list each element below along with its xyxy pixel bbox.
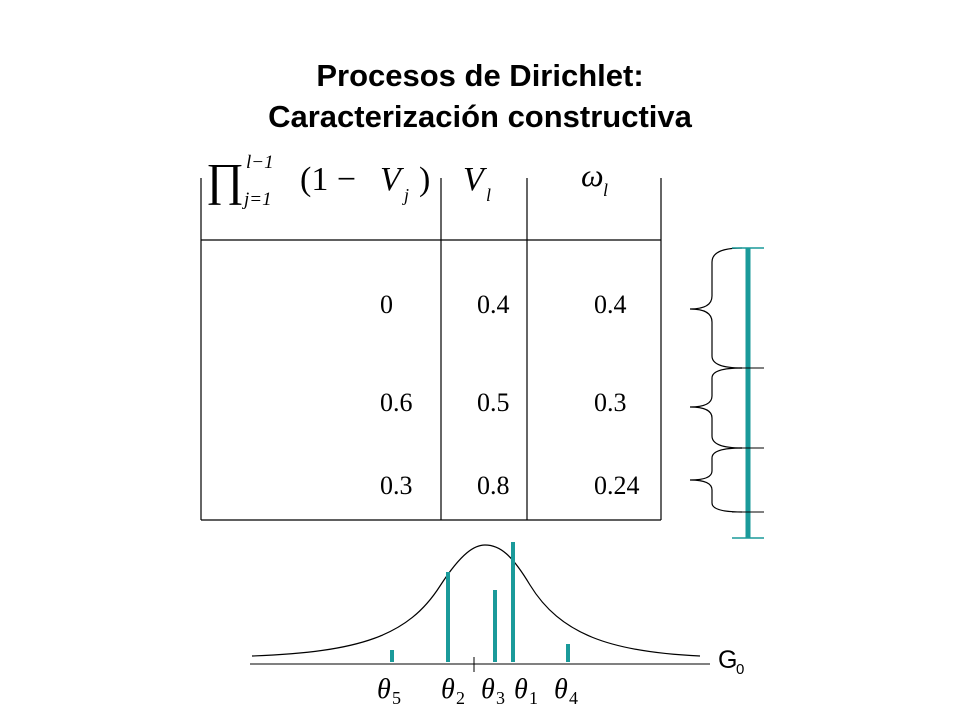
cell-stick: 0.5 (477, 388, 510, 417)
weights-table (200, 178, 662, 521)
theta-label: θ (441, 674, 455, 705)
table-row: 0.6 0.5 0.3 (380, 388, 627, 417)
product-variable: V (380, 161, 405, 198)
brace-row-1 (689, 247, 743, 369)
product-open-term: (1 − (300, 161, 356, 198)
table-row: 0 0.4 0.4 (380, 290, 627, 319)
atom-bar-theta1 (511, 542, 515, 662)
cell-weight: 0.24 (594, 471, 640, 500)
atom-bar-theta2 (446, 572, 450, 662)
atom-bar-theta3 (493, 590, 497, 662)
cell-product: 0.6 (380, 388, 413, 417)
cell-stick: 0.4 (477, 290, 510, 319)
header-stick-breaking-product: ∏ l−1 j=1 (1 − V j ) (206, 152, 430, 210)
product-close-paren: ) (419, 161, 430, 198)
stick-braces (689, 247, 743, 513)
atom-bars (390, 542, 570, 662)
theta-label-subscript: 4 (569, 688, 578, 708)
theta-label: θ (481, 674, 495, 705)
brace-row-2 (689, 367, 743, 449)
base-measure-letter: G (718, 646, 737, 674)
product-variable-subscript: j (402, 185, 409, 205)
base-measure-label: G 0 (718, 646, 744, 678)
header-weight: ω l (581, 157, 608, 200)
unit-stick (732, 247, 764, 539)
slide-title-line2: Caracterización constructiva (268, 99, 692, 134)
atom-bar-theta4 (566, 644, 570, 662)
brace-row-3 (689, 447, 743, 513)
stick-variable-subscript: l (486, 185, 491, 205)
cell-weight: 0.4 (594, 290, 627, 319)
theta-labels: θ 5 θ 2 θ 3 θ 1 θ 4 (377, 674, 578, 708)
theta-label: θ (554, 674, 568, 705)
base-measure-subscript: 0 (736, 661, 744, 678)
cell-product: 0.3 (380, 471, 413, 500)
product-lower-limit: j=1 (241, 189, 272, 210)
theta-label: θ (377, 674, 391, 705)
base-measure-density-curve (251, 544, 701, 657)
theta-label-subscript: 3 (496, 688, 505, 708)
stick-variable: V (463, 161, 488, 198)
slide-title-line1: Procesos de Dirichlet: (316, 58, 644, 93)
table-row: 0.3 0.8 0.24 (380, 471, 640, 500)
weight-variable: ω (581, 157, 604, 193)
cell-weight: 0.3 (594, 388, 627, 417)
cell-stick: 0.8 (477, 471, 510, 500)
product-symbol: ∏ (206, 154, 244, 205)
theta-label-subscript: 1 (529, 688, 538, 708)
atom-bar-theta5 (390, 650, 394, 662)
theta-label-subscript: 5 (392, 688, 401, 708)
theta-label: θ (514, 674, 528, 705)
theta-label-subscript: 2 (456, 688, 465, 708)
cell-product: 0 (380, 290, 393, 319)
product-upper-limit: l−1 (246, 152, 274, 173)
header-stick-proportion: V l (463, 161, 491, 205)
weight-variable-subscript: l (603, 180, 608, 200)
